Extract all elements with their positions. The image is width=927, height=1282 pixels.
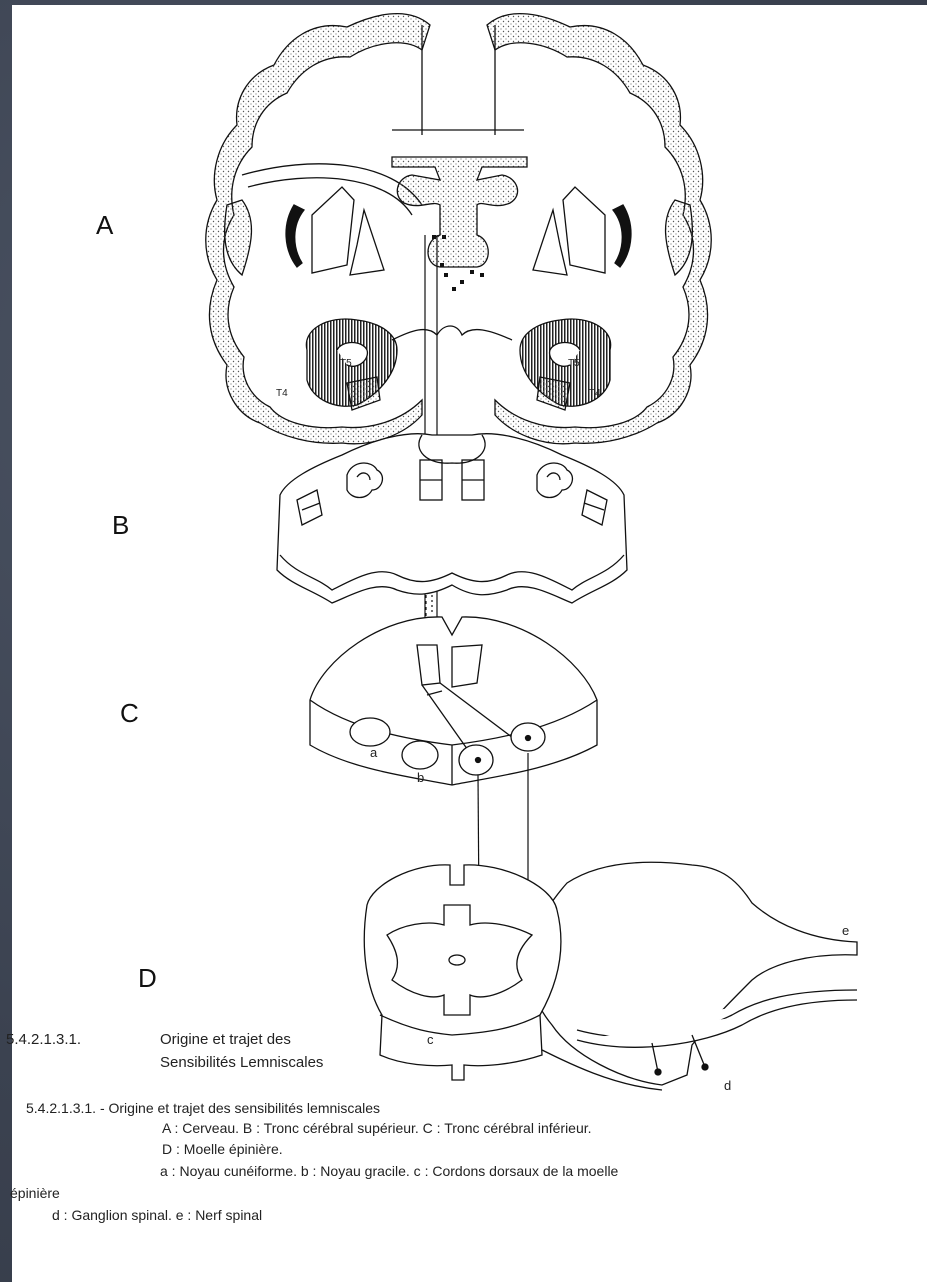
label-D: D <box>138 963 157 994</box>
lower-brainstem-C <box>310 617 597 785</box>
label-T5-left: T5 <box>340 358 352 369</box>
label-e: e <box>842 923 849 938</box>
label-d: d <box>724 1078 731 1093</box>
spinal-cord-D <box>364 862 857 1090</box>
legend-line-4: a : Noyau cunéiforme. b : Noyau gracile.… <box>160 1163 618 1179</box>
label-a: a <box>370 745 377 760</box>
lateral-ventricles <box>392 157 527 267</box>
label-T5-right: T5 <box>568 358 580 369</box>
caption-title-line1: Origine et trajet des <box>160 1031 291 1048</box>
label-T4-right: T4 <box>589 388 601 399</box>
lemniscal-pathway-figure: A B C D a b c d e T5 T4 T5 T4 5.4.2.1.3.… <box>12 5 927 1282</box>
nucleus-a-cuneatus <box>350 718 390 746</box>
brain-section-A <box>206 14 712 444</box>
legend-line-2: A : Cerveau. B : Tronc cérébral supérieu… <box>162 1120 592 1136</box>
legend-line-1: 5.4.2.1.3.1. - Origine et trajet des sen… <box>26 1100 380 1116</box>
label-A: A <box>96 210 113 241</box>
label-C: C <box>120 698 139 729</box>
nucleus-b-gracilis <box>402 741 438 769</box>
label-c: c <box>427 1032 434 1047</box>
upper-brainstem-B <box>277 434 627 603</box>
caption-number: 5.4.2.1.3.1. <box>6 1031 81 1048</box>
caption-title-line2: Sensibilités Lemniscales <box>160 1054 323 1071</box>
label-B: B <box>112 510 129 541</box>
legend-line-3: D : Moelle épinière. <box>162 1141 283 1157</box>
label-b: b <box>417 770 424 785</box>
label-T4-left: T4 <box>276 388 288 399</box>
anatomy-diagram <box>12 5 927 1282</box>
legend-line-6: d : Ganglion spinal. e : Nerf spinal <box>52 1207 262 1223</box>
legend-line-5: épinière <box>10 1185 60 1201</box>
